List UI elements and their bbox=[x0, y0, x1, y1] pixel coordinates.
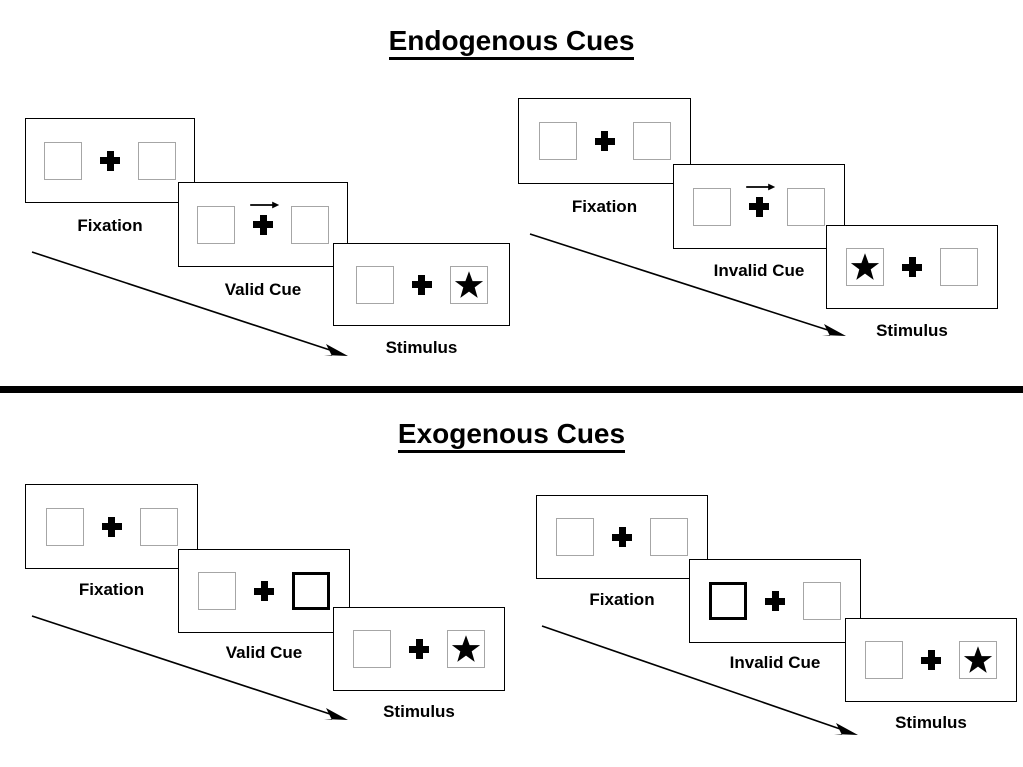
cue-arrow-right-icon bbox=[250, 201, 280, 208]
stimulus-box-left bbox=[556, 518, 594, 556]
card-exogenous-valid-stimulus bbox=[333, 607, 505, 691]
fixation-cross-icon bbox=[411, 274, 432, 295]
fixation-cross-icon bbox=[765, 591, 785, 611]
fixation-cross-icon bbox=[921, 650, 941, 670]
card-label-exogenous-valid-fixation: Fixation bbox=[78, 580, 145, 599]
section-title-endogenous: Endogenous Cues bbox=[0, 25, 1023, 60]
fixation-cross-icon bbox=[612, 527, 632, 547]
stimulus-box-left bbox=[197, 205, 235, 244]
card-endogenous-invalid-stimulus bbox=[826, 225, 998, 309]
stimulus-box-right bbox=[959, 641, 997, 679]
stimulus-box-right bbox=[650, 518, 688, 556]
star-target-icon bbox=[451, 635, 481, 662]
card-endogenous-invalid-fixation bbox=[518, 98, 691, 184]
section-title-endogenous-text: Endogenous Cues bbox=[388, 25, 635, 60]
card-exogenous-invalid-stimulus bbox=[845, 618, 1017, 702]
stimulus-box-left bbox=[865, 641, 903, 679]
star-target-icon bbox=[850, 253, 880, 280]
card-endogenous-valid-stimulus bbox=[333, 243, 510, 326]
star-target-icon bbox=[454, 270, 483, 298]
cue-highlight-box-right bbox=[292, 572, 330, 610]
stimulus-box-left bbox=[846, 248, 884, 286]
stimulus-box-right bbox=[138, 141, 176, 180]
stimulus-box-right bbox=[803, 582, 841, 620]
card-endogenous-valid-cue bbox=[178, 182, 348, 267]
stimulus-box-left bbox=[355, 265, 394, 304]
stimulus-box-right bbox=[787, 187, 825, 226]
cue-highlight-box-left bbox=[709, 582, 747, 620]
card-label-exogenous-invalid-fixation: Fixation bbox=[589, 590, 655, 609]
stimulus-box-left bbox=[44, 141, 82, 180]
fixation-cross-icon bbox=[409, 639, 429, 659]
card-label-exogenous-invalid-stimulus: Stimulus bbox=[895, 713, 967, 732]
card-label-exogenous-valid-cue: Valid Cue bbox=[225, 643, 303, 662]
stimulus-box-right bbox=[447, 630, 485, 668]
stimulus-box-right bbox=[632, 122, 671, 160]
stimulus-box-right bbox=[139, 507, 178, 546]
stimulus-box-right bbox=[449, 265, 488, 304]
fixation-cross-icon bbox=[746, 183, 776, 217]
fixation-cross-icon bbox=[254, 581, 274, 601]
section-title-exogenous-text: Exogenous Cues bbox=[397, 418, 626, 453]
card-endogenous-invalid-cue bbox=[673, 164, 845, 249]
star-target-icon bbox=[963, 646, 993, 673]
stimulus-box-left bbox=[45, 507, 84, 546]
section-title-exogenous: Exogenous Cues bbox=[0, 418, 1023, 453]
card-exogenous-valid-fixation bbox=[25, 484, 198, 569]
card-label-endogenous-valid-fixation: Fixation bbox=[77, 216, 143, 235]
card-label-endogenous-valid-cue: Valid Cue bbox=[224, 280, 302, 299]
cue-arrow-right-icon bbox=[746, 183, 776, 190]
fixation-cross-icon bbox=[100, 150, 120, 171]
stimulus-box-left bbox=[353, 630, 391, 668]
stimulus-box-left bbox=[538, 122, 577, 160]
stimulus-box-right bbox=[940, 248, 978, 286]
fixation-cross-icon bbox=[250, 201, 280, 235]
fixation-cross-icon bbox=[594, 131, 615, 151]
card-exogenous-invalid-cue bbox=[689, 559, 861, 643]
card-endogenous-valid-fixation bbox=[25, 118, 195, 203]
card-label-endogenous-invalid-stimulus: Stimulus bbox=[876, 321, 948, 340]
card-label-exogenous-invalid-cue: Invalid Cue bbox=[729, 653, 821, 672]
stimulus-box-right bbox=[291, 205, 329, 244]
card-exogenous-valid-cue bbox=[178, 549, 350, 633]
stimulus-box-left bbox=[198, 572, 236, 610]
card-label-exogenous-valid-stimulus: Stimulus bbox=[383, 702, 455, 721]
card-exogenous-invalid-fixation bbox=[536, 495, 708, 579]
card-label-endogenous-invalid-cue: Invalid Cue bbox=[713, 261, 805, 280]
fixation-cross-icon bbox=[902, 257, 922, 277]
stimulus-box-left bbox=[693, 187, 731, 226]
card-label-endogenous-invalid-fixation: Fixation bbox=[571, 197, 638, 216]
section-divider bbox=[0, 386, 1023, 393]
card-label-endogenous-valid-stimulus: Stimulus bbox=[385, 338, 458, 357]
fixation-cross-icon bbox=[101, 516, 122, 537]
